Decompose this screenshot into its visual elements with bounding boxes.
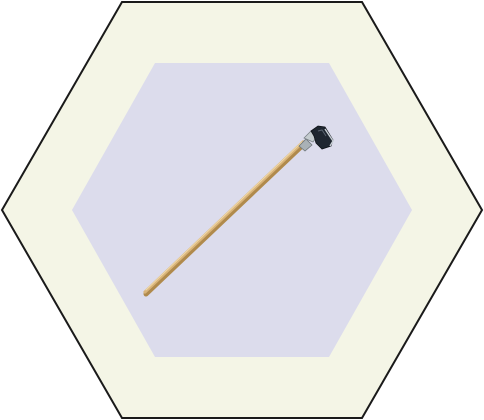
hoe-blade-edge	[324, 128, 334, 147]
hoe-handle	[143, 140, 305, 294]
hoe-handle-shade	[143, 141, 307, 297]
hoe-handle-highlight	[145, 141, 303, 291]
hoe-ferrule	[298, 138, 313, 152]
hoe-blade-glint	[317, 129, 327, 137]
hoe-icon[interactable]	[143, 125, 334, 297]
